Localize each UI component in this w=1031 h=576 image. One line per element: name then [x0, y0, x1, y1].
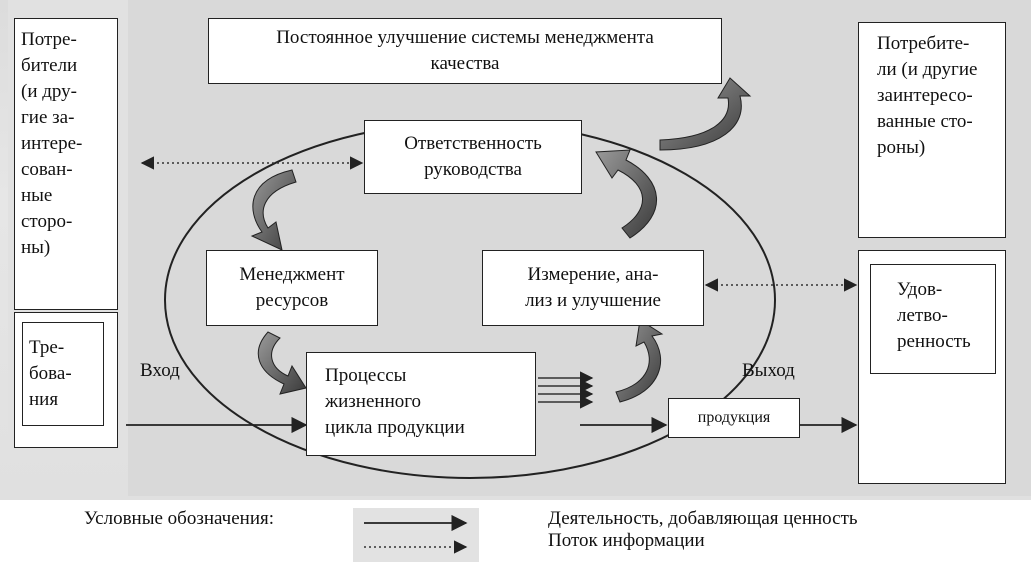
text-line: летво-: [897, 305, 948, 326]
text-line: Потре-: [21, 29, 77, 50]
left-customers-text: Потре- бители (и дру- гие за- интере- со…: [21, 27, 113, 261]
text-line: ванные сто-: [877, 111, 973, 132]
text-line: руководства: [424, 159, 522, 180]
curl-arrow-measurement-to-responsibility: [595, 149, 657, 239]
text-line: Измерение, ана-: [527, 264, 659, 285]
text-line: ны): [21, 237, 51, 258]
curl-arrow-resources-to-processes: [257, 331, 307, 395]
text-line: гие за-: [21, 107, 75, 128]
text-line: цикла продукции: [325, 417, 465, 438]
text-line: Ответственность: [404, 133, 542, 154]
curl-arrow-responsibility-to-resources: [250, 169, 297, 251]
legend-item-info-flow: Поток информации: [548, 530, 705, 551]
text-line: ли (и другие: [877, 59, 978, 80]
output-label: Выход: [742, 360, 795, 381]
text-line: ренность: [897, 331, 971, 352]
left-customers-box: Потре- бители (и дру- гие за- интере- со…: [14, 18, 118, 310]
text-line: продукция: [697, 409, 771, 426]
text-line: интере-: [21, 133, 83, 154]
text-line: (и дру-: [21, 81, 77, 102]
text-line: Менеджмент: [239, 264, 345, 285]
curl-arrow-to-improvement: [659, 77, 752, 151]
text-line: жизненного: [325, 391, 422, 412]
legend-title: Условные обозначения:: [84, 508, 275, 529]
text-line: Удов-: [897, 279, 943, 300]
legend-item-value-add: Деятельность, добавляющая ценность: [548, 508, 858, 529]
curl-arrow-processes-to-measurement: [615, 319, 664, 403]
text-line: бова-: [29, 363, 72, 384]
right-satisfaction-box: Удов- летво- ренность: [870, 264, 996, 374]
legend-swatch-background: [353, 508, 479, 562]
text-line: лиз и улучшение: [525, 290, 661, 311]
measurement-analysis-box: Измерение, ана- лиз и улучшение: [482, 250, 704, 326]
text-line: ресурсов: [255, 290, 329, 311]
text-line: ния: [29, 389, 59, 410]
text-line: бители: [21, 55, 78, 76]
management-responsibility-box: Ответственность руководства: [364, 120, 582, 194]
product-realization-box: Процессы жизненного цикла продукции: [306, 352, 536, 456]
text-line: ные: [21, 185, 53, 206]
value-add-arrows: [538, 371, 594, 409]
text-line: сторо-: [21, 211, 73, 232]
text-line: Процессы: [325, 365, 407, 386]
product-box: продукция: [668, 398, 800, 438]
text-line: Потребите-: [877, 33, 970, 54]
resource-management-box: Менеджмент ресурсов: [206, 250, 378, 326]
left-requirements-box: Тре- бова- ния: [22, 322, 104, 426]
text-line: Постоянное улучшение системы менеджмента: [276, 27, 654, 48]
text-line: заинтересо-: [877, 85, 973, 106]
right-customers-box: Потребите- ли (и другие заинтересо- ванн…: [858, 22, 1006, 238]
text-line: роны): [877, 137, 926, 158]
text-line: Тре-: [29, 337, 65, 358]
continual-improvement-box: Постоянное улучшение системы менеджмента…: [208, 18, 722, 84]
text-line: сован-: [21, 159, 73, 180]
input-label: Вход: [140, 360, 180, 381]
text-line: качества: [430, 53, 500, 74]
